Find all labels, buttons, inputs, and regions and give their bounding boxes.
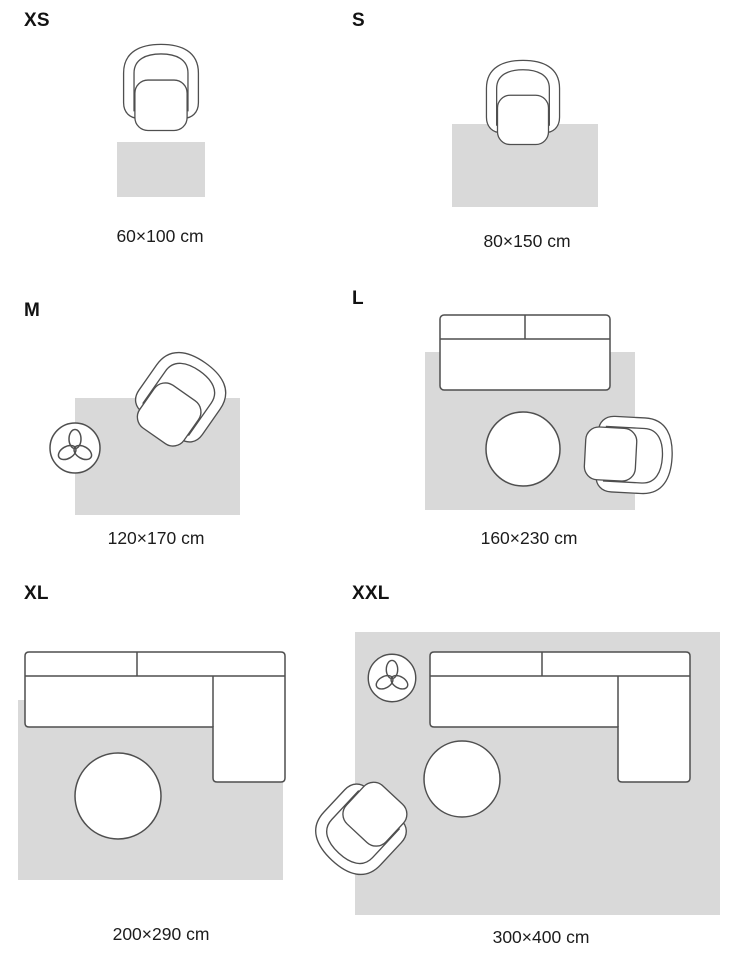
coffee-table-icon xyxy=(74,752,162,840)
coffee-table-icon xyxy=(423,740,501,818)
armchair-icon xyxy=(582,414,675,496)
size-label-xxl: XXL xyxy=(352,583,390,604)
coffee-table-icon xyxy=(485,411,561,487)
size-dimensions-s: 80×150 cm xyxy=(483,231,571,251)
armchair-icon xyxy=(122,43,200,132)
panel-s xyxy=(452,59,598,207)
rug-xs xyxy=(117,142,205,197)
sofa-icon xyxy=(439,314,611,391)
size-dimensions-m: 120×170 cm xyxy=(107,528,205,548)
panel-m xyxy=(49,340,240,515)
size-label-l: L xyxy=(352,288,364,309)
size-label-xl: XL xyxy=(24,583,49,604)
size-dimensions-xxl: 300×400 cm xyxy=(492,927,590,947)
plant-icon xyxy=(49,422,101,474)
size-dimensions-l: 160×230 cm xyxy=(480,528,578,548)
panel-xl xyxy=(18,651,286,880)
armchair-icon xyxy=(485,59,561,146)
size-label-s: S xyxy=(352,10,365,31)
size-label-xs: XS xyxy=(24,10,50,31)
panel-xs xyxy=(117,43,205,197)
plant-icon xyxy=(367,653,417,703)
panel-l xyxy=(425,314,675,510)
panel-xxl xyxy=(302,632,720,915)
size-dimensions-xs: 60×100 cm xyxy=(116,226,204,246)
size-dimensions-xl: 200×290 cm xyxy=(112,924,210,944)
size-label-m: M xyxy=(24,300,41,321)
